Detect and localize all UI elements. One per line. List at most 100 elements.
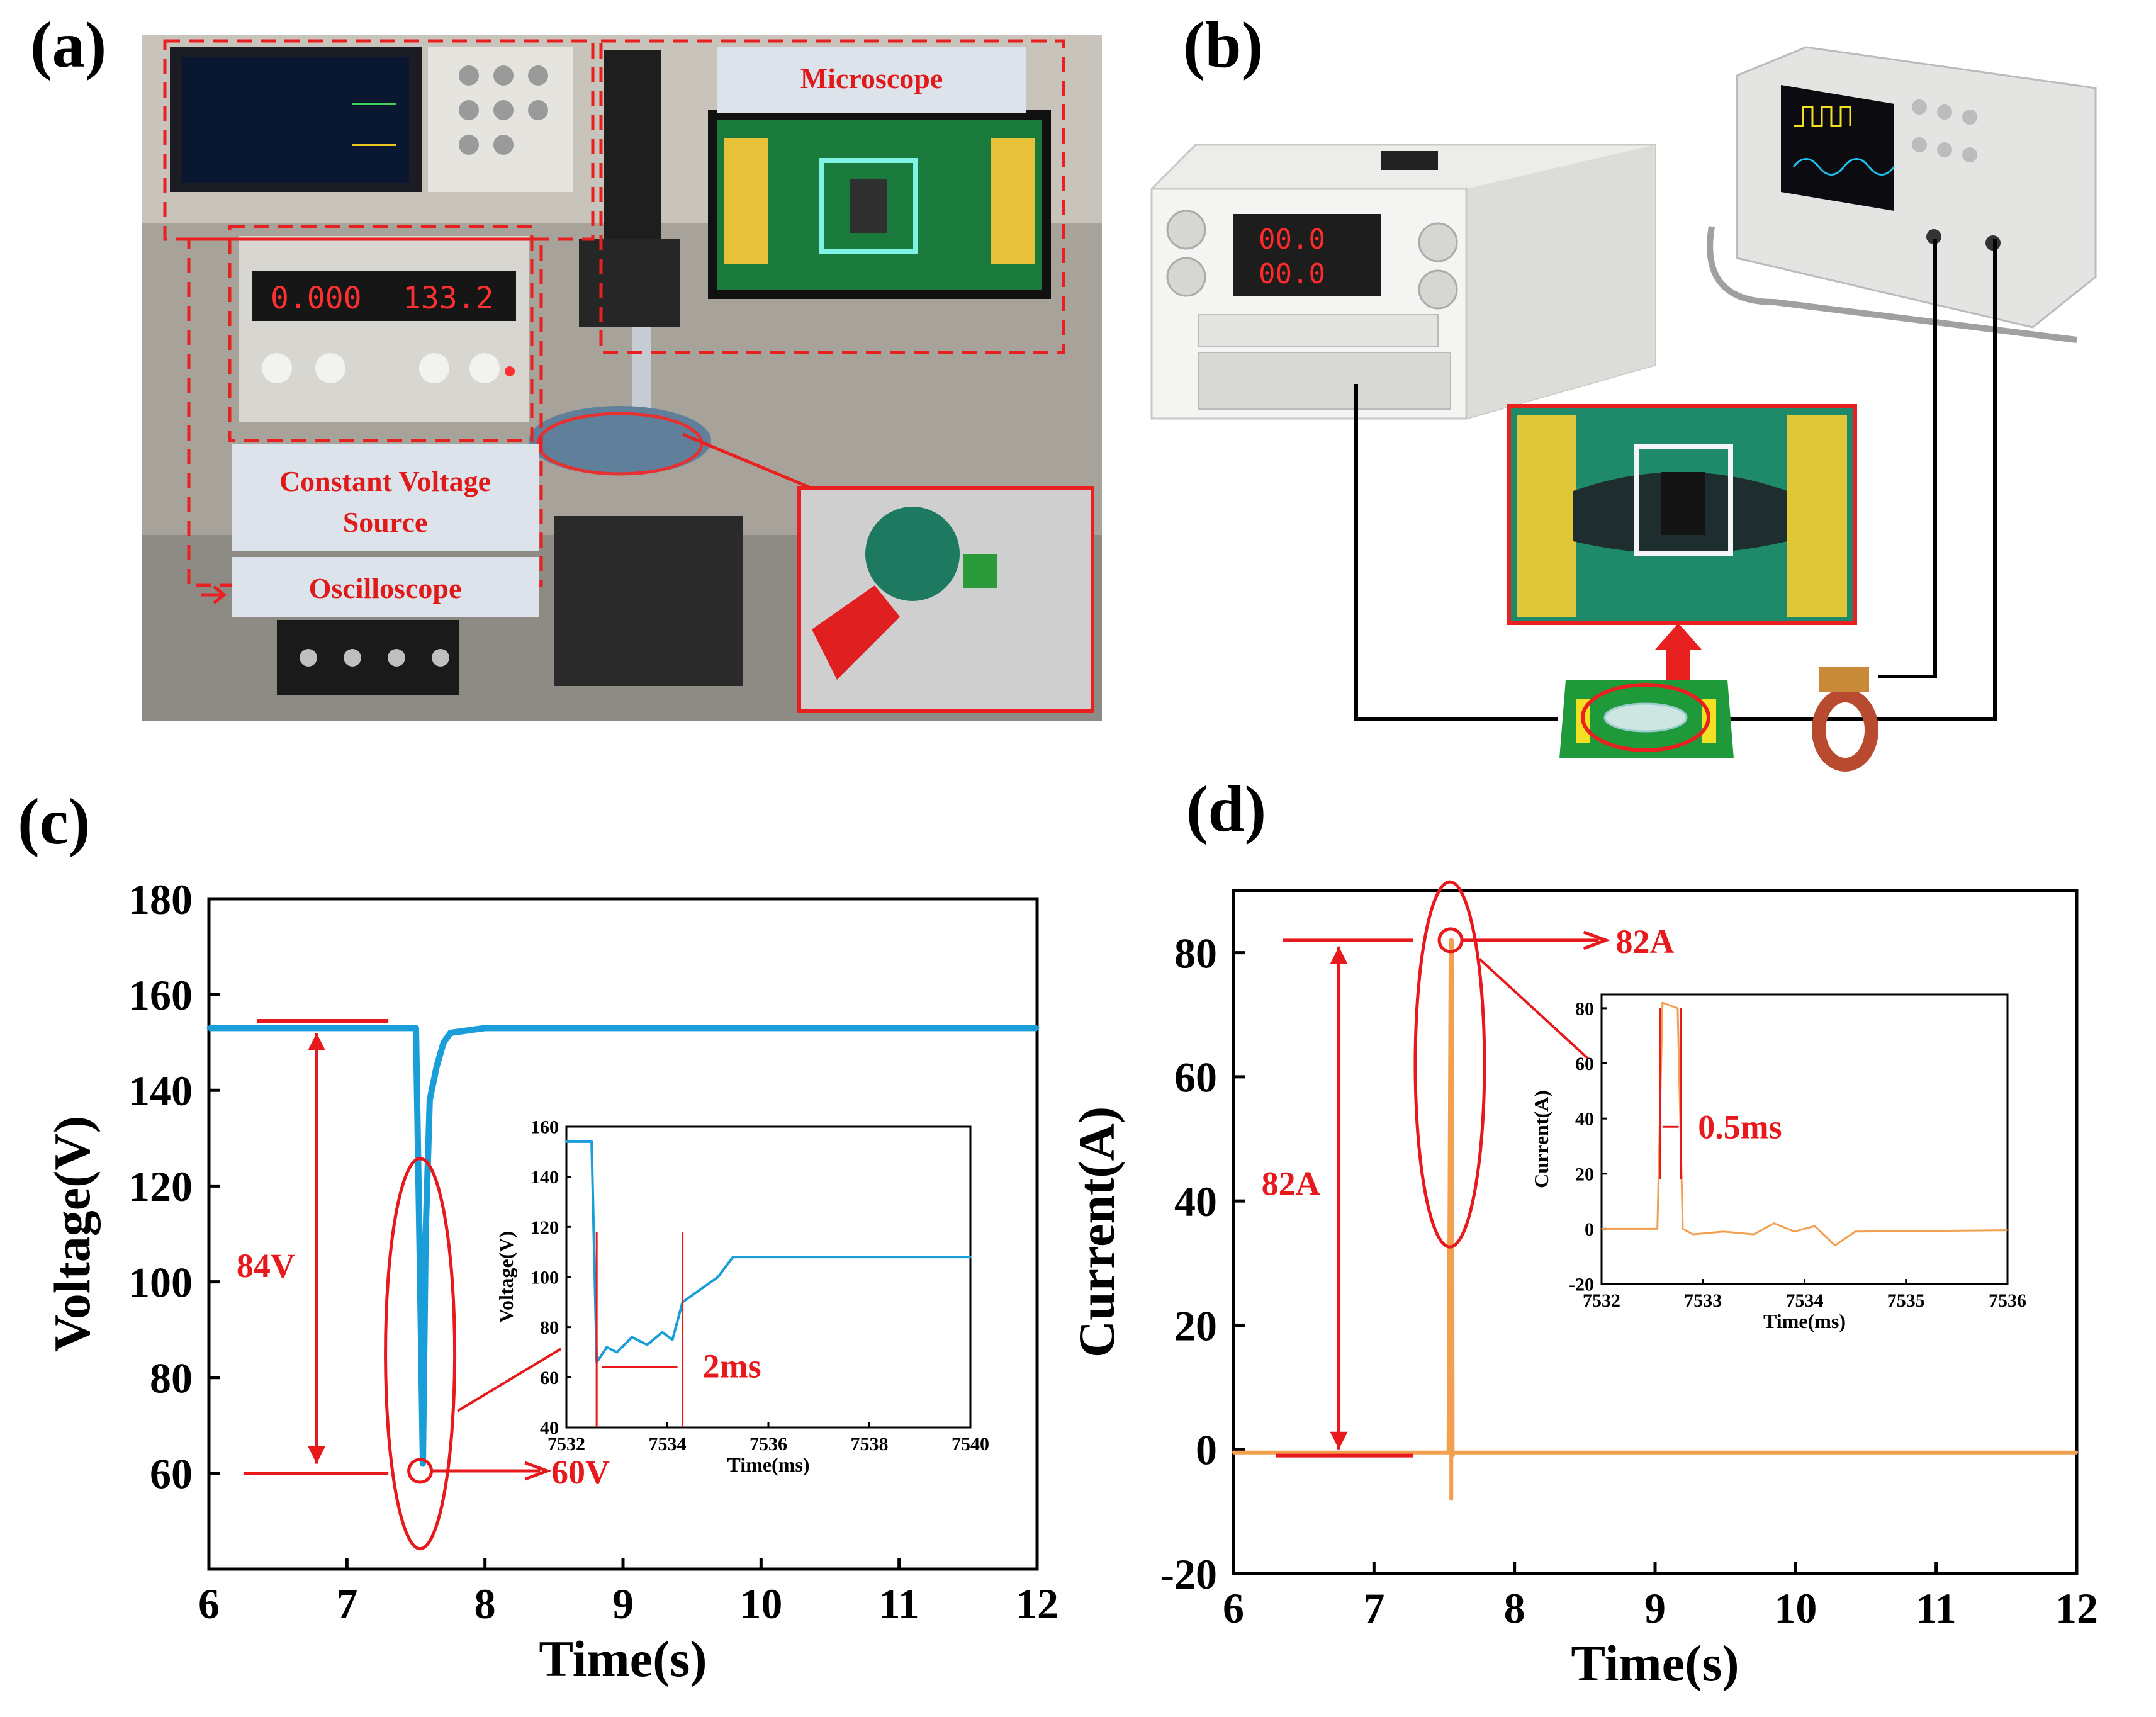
current-data-point [1451,938,1454,942]
current-inset-ytick-label: 20 [1575,1164,1594,1185]
psu-readout-voltage: 133.2 [403,281,494,316]
psu-display-1: 00.0 [1259,223,1325,256]
voltage-inset-ytick-label: 40 [540,1418,559,1439]
voltage-inset-xtick-label: 7540 [952,1434,989,1455]
voltage-data-point [423,1232,428,1236]
current-inset-data-point [1794,1230,1795,1232]
current-ytick-label: 80 [1174,929,1217,977]
voltage-inset-x-axis-title: Time(ms) [727,1453,810,1476]
voltage-ytick-label: 80 [150,1354,193,1402]
schematic-b: 00.0 00.0 [1150,46,2097,772]
current-data-point [1232,1451,1235,1454]
current-data-point [2075,1451,2079,1454]
voltage-xtick-label: 12 [1016,1580,1058,1628]
power-supply-device [239,236,529,422]
current-span-label: 82A [1262,1164,1320,1202]
current-inset-ytick-label: 40 [1575,1109,1594,1130]
voltage-zoom-pointer [456,1348,562,1412]
current-inset-xtick-label: 7536 [1989,1290,2026,1311]
current-peak-arrowhead [1583,930,1611,950]
current-inset-data-point [1676,1007,1678,1009]
current-inset-span-label: 0.5ms [1698,1108,1782,1146]
photo-a: 0.000 133.2 Microscope Constant Voltage … [142,35,1102,721]
current-inset-data-point [1656,1228,1658,1230]
voltage-inset-ytick-label: 100 [531,1268,559,1288]
current-inset-ytick-label: -20 [1569,1275,1594,1295]
psu-knob [1166,210,1206,250]
current-xtick-label: 11 [1916,1584,1957,1632]
current-inset-xtick-label: 7533 [1684,1290,1722,1311]
current-y-axis-title: Current(A) [1068,1106,1125,1358]
voltage-inset-xtick-label: 7538 [851,1434,889,1455]
current-inset-series-line [1602,1001,2008,1247]
voltage-data-point [758,1025,763,1030]
voltage-series-line [209,1025,1037,1467]
voltage-inset-y-axis-title: Voltage(V) [495,1231,517,1323]
current-xtick-label: 8 [1504,1584,1525,1632]
current-inset-ytick-label: 0 [1585,1219,1594,1240]
voltage-xtick-label: 9 [612,1580,634,1628]
voltage-inset-series-line [566,1140,970,1364]
voltage-inset-data-point [631,1336,633,1339]
voltage-data-point [441,1040,446,1045]
voltage-data-point [1035,1025,1040,1030]
voltage-inset-data-point [605,1346,608,1348]
label-constant-voltage: Constant Voltage [279,465,491,497]
current-xtick-label: 12 [2055,1584,2098,1632]
voltage-dip-ellipse [384,1157,457,1551]
voltage-xtick-label: 6 [198,1580,220,1628]
voltage-inset-ytick-label: 60 [540,1368,559,1388]
voltage-inset-data-point [969,1256,972,1258]
voltage-y-axis-title: Voltage(V) [43,1116,101,1352]
voltage-ytick-label: 100 [128,1258,193,1306]
current-xtick-label: 9 [1644,1584,1666,1632]
voltage-data-point [413,1025,418,1030]
label-oscilloscope: Oscilloscope [309,572,462,604]
voltage-inset-data-point [838,1256,840,1258]
voltage-drop-label: 84V [237,1247,295,1285]
voltage-inset-span-label: 2ms [703,1347,761,1385]
current-xtick-label: 6 [1223,1584,1244,1632]
current-x-axis-title: Time(s) [1571,1635,1739,1692]
voltage-xtick-label: 8 [474,1580,496,1628]
voltage-inset-data-point [717,1276,719,1278]
current-inset-y-axis-title: Current(A) [1530,1090,1552,1188]
voltage-inset-data-point [671,1339,673,1341]
voltage-arrowhead-up [308,1033,326,1050]
voltage-plot-frame [207,897,1039,1571]
panel-label-a: (a) [30,9,106,81]
current-inset-xtick-label: 7535 [1887,1290,1925,1311]
voltage-ytick-label: 160 [128,971,193,1019]
panel-label-c: (c) [18,785,90,858]
voltage-ytick-label: 120 [128,1162,193,1210]
current-data-point [1452,1451,1456,1454]
panel-label-d: (d) [1186,773,1266,845]
current-peak-ellipse [1413,880,1486,1249]
current-inset-ytick-label: 80 [1575,998,1594,1019]
voltage-inset-plot-frame [565,1125,972,1429]
upward-arrow [1655,623,1702,650]
voltage-data-point [418,1280,423,1285]
current-inset-data-point [1855,1230,1856,1232]
current-probe [1812,689,1878,772]
current-data-point [1447,1451,1450,1454]
voltage-xtick-label: 7 [336,1580,357,1628]
voltage-x-axis-title: Time(s) [539,1630,707,1687]
label-source: Source [343,506,428,538]
voltage-min-label: 60V [551,1453,610,1491]
label-microscope: Microscope [800,62,943,94]
voltage-source-frame [228,225,534,442]
voltage-data-point [483,1025,488,1030]
current-arrowhead-down [1330,1431,1348,1450]
current-inset-data-point [1834,1244,1836,1246]
current-ytick-label: 20 [1174,1302,1217,1349]
microscope-device [604,50,661,239]
microscope-frame [599,39,1065,354]
wire-psu [1354,384,1558,721]
current-inset-data-point [1661,1002,1663,1004]
current-ytick-label: 0 [1196,1426,1217,1474]
voltage-inset-ytick-label: 140 [531,1167,559,1188]
